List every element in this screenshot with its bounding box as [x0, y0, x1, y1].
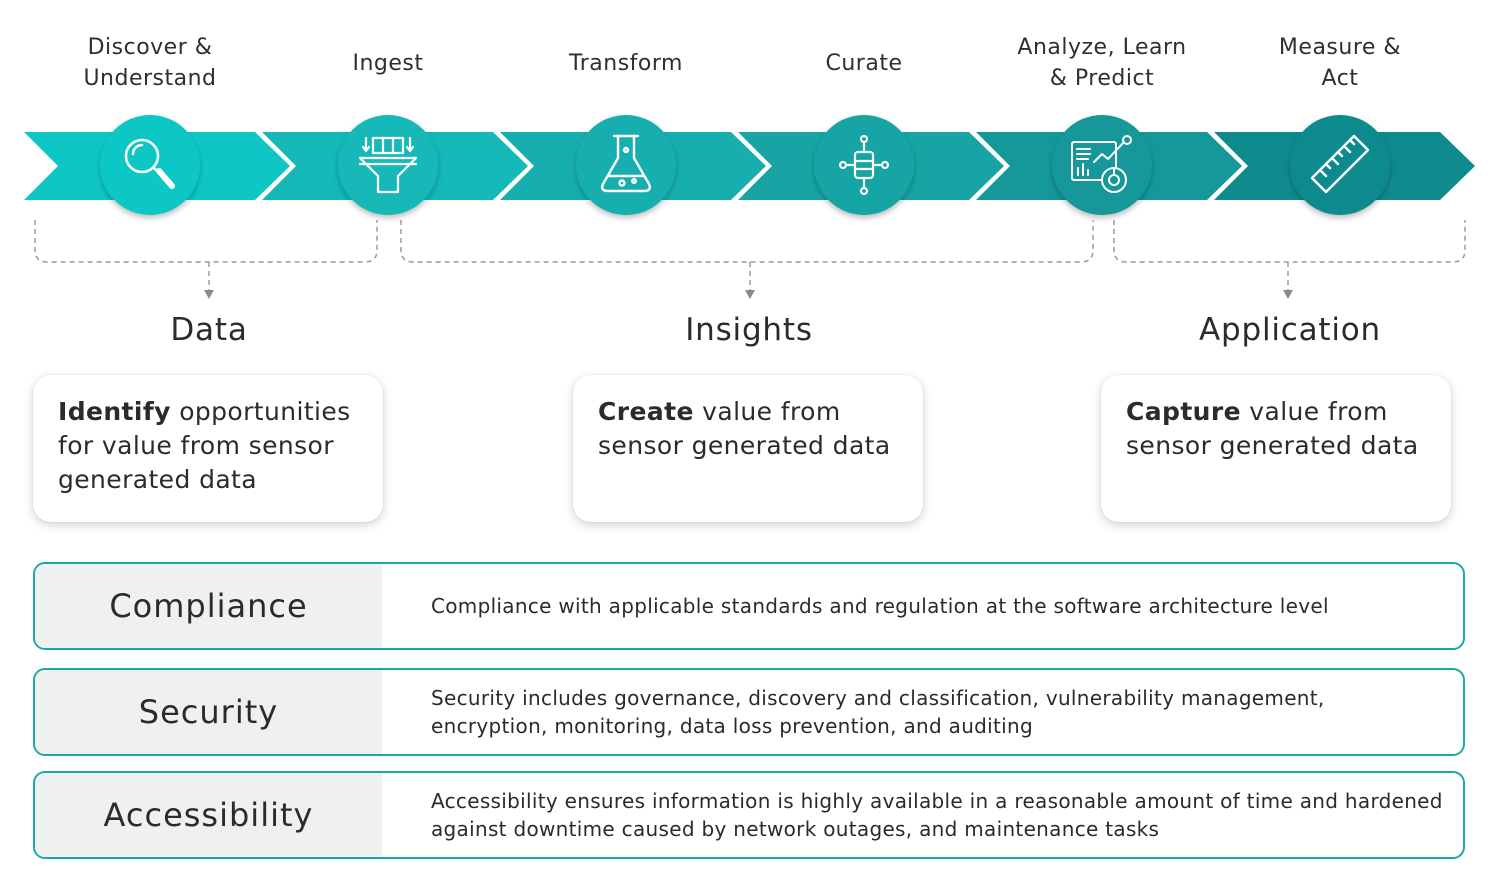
row-compliance-text: Compliance with applicable standards and… [431, 594, 1329, 618]
row-accessibility-text: Accessibility ensures information is hig… [431, 789, 1443, 841]
bracket-application [1113, 220, 1466, 290]
row-compliance-title: Compliance [35, 564, 382, 648]
ruler-icon [1310, 134, 1370, 194]
bracket-data-arrow [204, 290, 214, 299]
row-security: Security Security includes governance, d… [33, 668, 1465, 756]
stage-label-transform: Transform [569, 50, 683, 76]
stage-label-ingest: Ingest [352, 50, 424, 76]
card-data-text: opportunities for value from sensor gene… [58, 397, 351, 494]
stage-label-curate: Curate [825, 50, 903, 76]
stage-circle-transform [576, 115, 676, 215]
row-accessibility: Accessibility Accessibility ensures info… [33, 771, 1465, 859]
stage-label-measure: Measure &Act [1278, 35, 1402, 91]
flask-icon [600, 134, 652, 193]
analytics-icon [1071, 135, 1132, 193]
magnifier-icon [124, 138, 175, 189]
bracket-insights [400, 220, 1094, 290]
stage-circle-discover [100, 115, 200, 215]
card-insights: Create value from sensor generated data [573, 375, 923, 522]
stage-label-analyze: Analyze, Learn& Predict [1017, 35, 1187, 91]
card-insights-text: value from sensor generated data [598, 397, 891, 460]
group-title-insights: Insights [685, 312, 813, 348]
stage-label-discover: Discover &Understand [83, 35, 217, 91]
row-accessibility-title: Accessibility [35, 773, 382, 857]
card-application-bold: Capture [1126, 397, 1241, 426]
group-title-data: Data [170, 312, 248, 348]
bracket-application-arrow [1283, 290, 1293, 299]
funnel-icon [358, 136, 418, 194]
card-data: Identify opportunities for value from se… [33, 375, 383, 522]
row-security-title: Security [35, 670, 382, 754]
stage-circle-curate [814, 115, 914, 215]
bracket-data [34, 220, 378, 290]
bracket-insights-arrow [745, 290, 755, 299]
card-insights-bold: Create [598, 397, 694, 426]
row-compliance: Compliance Compliance with applicable st… [33, 562, 1465, 650]
stage-circle-analyze [1052, 115, 1152, 215]
stage-circle-measure [1290, 115, 1390, 215]
network-icon [838, 134, 890, 196]
card-data-bold: Identify [58, 397, 171, 426]
card-application: Capture value from sensor generated data [1101, 375, 1451, 522]
card-application-text: value from sensor generated data [1126, 397, 1419, 460]
row-security-text: Security includes governance, discovery … [431, 686, 1325, 738]
group-title-application: Application [1198, 312, 1381, 348]
process-flow [24, 115, 1475, 299]
